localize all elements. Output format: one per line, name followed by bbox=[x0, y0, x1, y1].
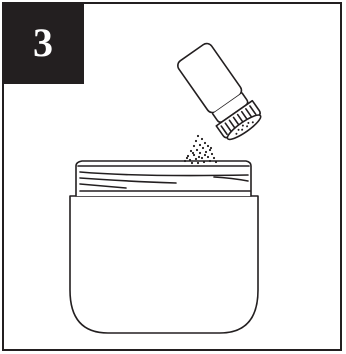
falling-powder bbox=[184, 135, 217, 164]
shaker-bottle bbox=[174, 40, 265, 144]
jar-body bbox=[70, 196, 258, 333]
jar-neck bbox=[76, 161, 251, 196]
